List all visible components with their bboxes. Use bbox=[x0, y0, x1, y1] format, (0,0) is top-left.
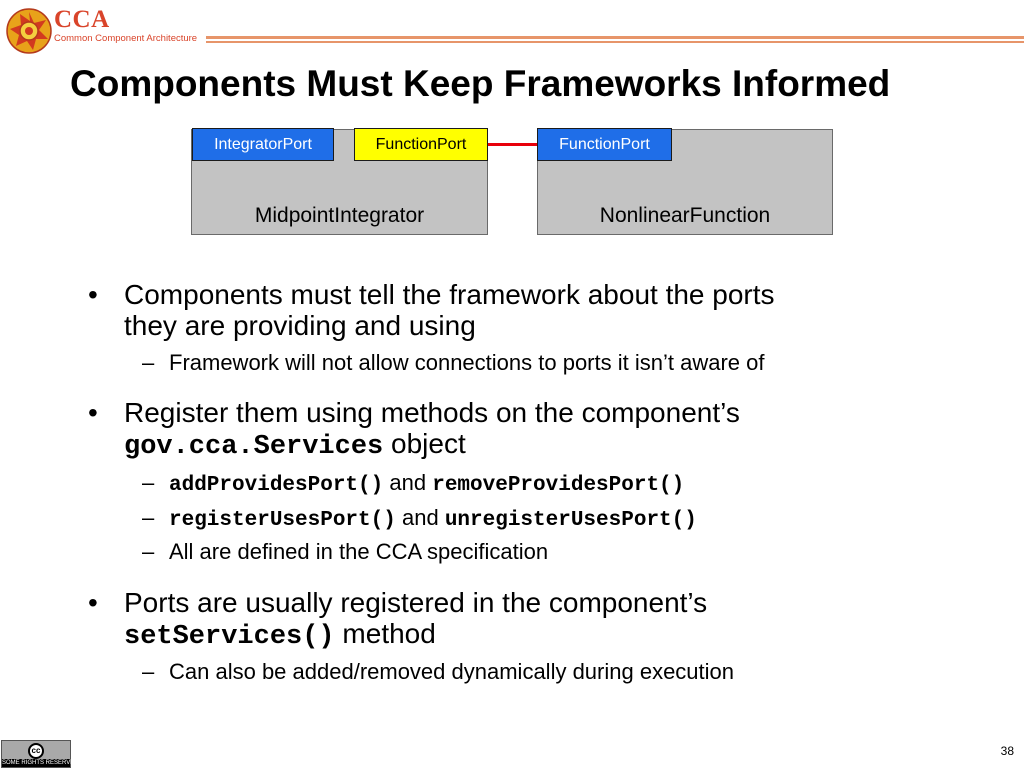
slide-title: Components Must Keep Frameworks Informed bbox=[70, 63, 891, 104]
sub-bullet-text: All are defined in the CCA specification bbox=[169, 539, 549, 564]
port-function-uses: FunctionPort bbox=[354, 128, 488, 161]
creative-commons-license-badge[interactable]: cc SOME RIGHTS RESERVED bbox=[1, 740, 79, 768]
sub-bullet-text: Framework will not allow connections to … bbox=[169, 350, 765, 375]
bullet-mark: • bbox=[88, 397, 98, 428]
logo-wordmark: CCA bbox=[54, 6, 110, 33]
bullet-text: Register them using methods on the compo… bbox=[124, 397, 740, 428]
bullet-text: they are providing and using bbox=[124, 310, 476, 341]
connection-wire bbox=[488, 143, 537, 146]
license-text: SOME RIGHTS RESERVED bbox=[2, 759, 79, 767]
creative-commons-icon: cc bbox=[28, 743, 44, 759]
bullet-text: method bbox=[342, 618, 436, 649]
logo-subtitle: Common Component Architecture bbox=[54, 33, 198, 44]
code-term: unregisterUsesPort() bbox=[444, 509, 697, 532]
bullet-text: Components must tell the framework about… bbox=[124, 279, 775, 310]
conjunction: and bbox=[401, 505, 439, 530]
header-rule-secondary bbox=[206, 41, 1024, 43]
conjunction: and bbox=[389, 470, 427, 495]
bullet-mark: • bbox=[88, 279, 98, 310]
dash-mark: – bbox=[142, 350, 155, 375]
code-term: registerUsesPort() bbox=[169, 509, 396, 532]
bullet-text: Ports are usually registered in the comp… bbox=[124, 587, 708, 618]
sub-bullet-text: Can also be added/removed dynamically du… bbox=[169, 659, 735, 684]
sub-bullet-text: registerUsesPort() and unregisterUsesPor… bbox=[169, 504, 697, 534]
bullet-text-line2: setServices() method bbox=[124, 618, 436, 653]
dash-mark: – bbox=[142, 539, 155, 564]
component-label: MidpointIntegrator bbox=[254, 204, 425, 227]
dash-mark: – bbox=[142, 505, 155, 530]
bullet-mark: • bbox=[88, 587, 98, 618]
page-number: 38 bbox=[1000, 744, 1014, 758]
dash-mark: – bbox=[142, 470, 155, 495]
bullet-text: object bbox=[391, 428, 466, 459]
header-rule bbox=[206, 36, 1024, 39]
bullet-text-line2: gov.cca.Services object bbox=[124, 428, 466, 463]
code-term: removeProvidesPort() bbox=[432, 474, 685, 497]
code-term: setServices() bbox=[124, 622, 335, 652]
code-term: addProvidesPort() bbox=[169, 474, 384, 497]
code-term: gov.cca.Services bbox=[124, 432, 384, 462]
component-label: NonlinearFunction bbox=[599, 204, 771, 227]
port-integrator: IntegratorPort bbox=[192, 128, 334, 161]
sub-bullet-text: addProvidesPort() and removeProvidesPort… bbox=[169, 469, 684, 499]
cca-sun-emblem-icon bbox=[6, 8, 52, 54]
port-function-provides: FunctionPort bbox=[537, 128, 672, 161]
dash-mark: – bbox=[142, 659, 155, 684]
